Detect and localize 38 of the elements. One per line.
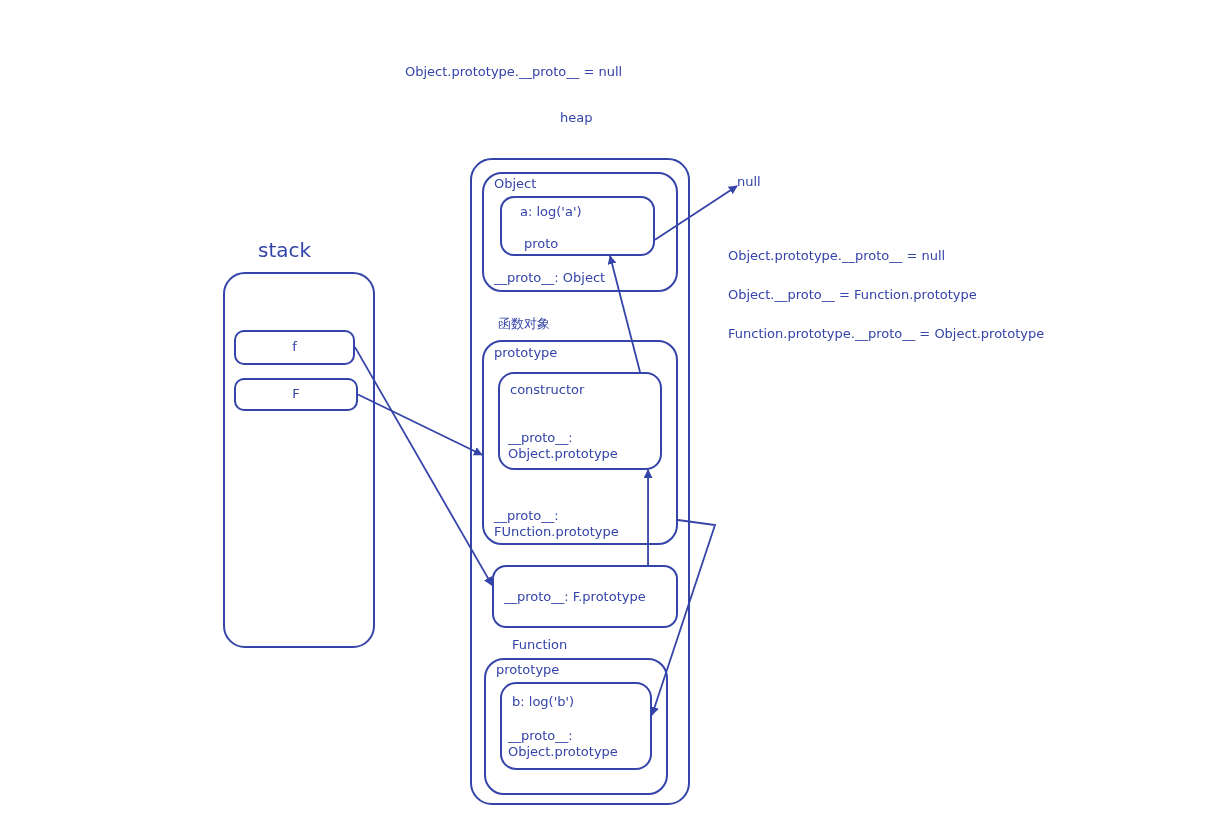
object-box — [492, 565, 678, 628]
note-text: Object.prototype.__proto__ = null — [728, 248, 947, 264]
property-text: __proto__: Object.prototype — [508, 430, 619, 462]
prototype-box — [482, 340, 678, 545]
arrow — [643, 469, 653, 566]
panel-heading: stack — [258, 238, 313, 262]
box-title: prototype — [496, 662, 561, 678]
panel-heading: heap — [560, 110, 594, 126]
constructor-box — [498, 372, 662, 470]
property-text: __proto__: FUnction.prototype — [494, 508, 620, 540]
variable-name: f — [291, 339, 298, 355]
property-text: a: log('a') — [520, 204, 583, 220]
function-box — [500, 196, 655, 256]
panel-heading: Function — [512, 637, 569, 653]
arrow — [357, 393, 483, 456]
arrow — [354, 346, 493, 587]
note-text: Object.prototype.__proto__ = null — [405, 64, 624, 80]
function-box — [500, 682, 652, 770]
arrow — [650, 519, 717, 716]
function-panel — [484, 636, 668, 795]
object-box — [482, 172, 678, 292]
variable-name: F — [291, 386, 301, 402]
property-text: __proto__: F.prototype — [504, 589, 647, 605]
property-text: b: log('b') — [512, 694, 576, 710]
property-text: proto — [524, 236, 560, 252]
box-title: prototype — [494, 345, 559, 361]
note-text: Function.prototype.__proto__ = Object.prototype — [728, 326, 1046, 342]
note-text: Object.__proto__ = Function.prototype — [728, 287, 978, 303]
property-text: __proto__: Object.prototype — [508, 728, 619, 760]
variable-box — [234, 378, 358, 411]
null-text: null — [737, 174, 771, 190]
group-label: 函数对象 — [498, 316, 551, 332]
property-text: __proto__: Object — [494, 270, 607, 286]
variable-box — [234, 330, 355, 365]
box-title: Object — [494, 176, 538, 192]
arrow — [607, 255, 641, 373]
property-text: constructor — [510, 382, 586, 398]
arrow — [654, 185, 738, 241]
